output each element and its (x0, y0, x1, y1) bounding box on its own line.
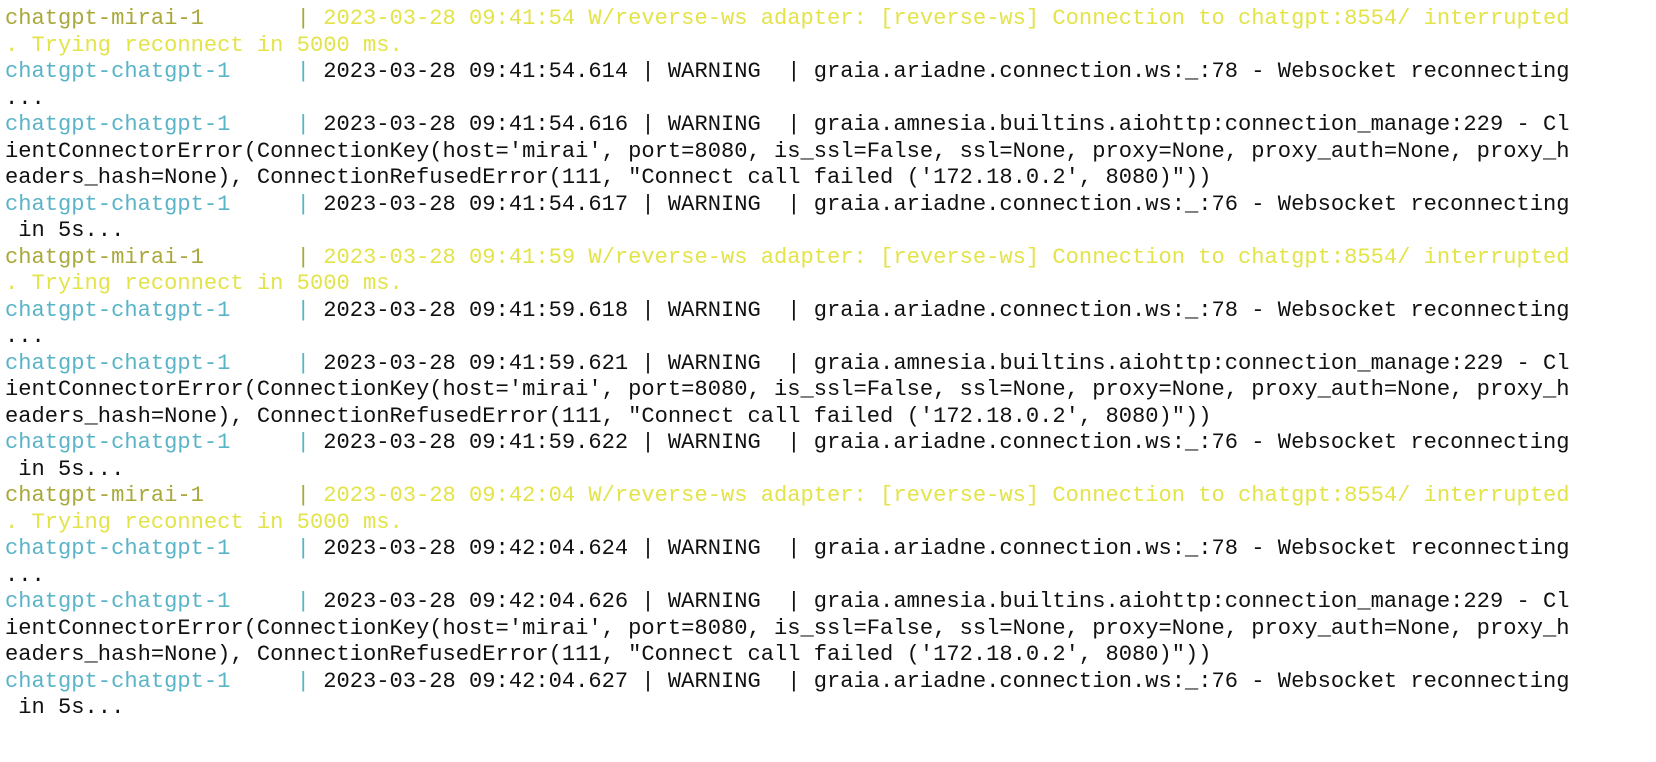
log-line: ientConnectorError(ConnectionKey(host='m… (5, 377, 1570, 404)
service-name: chatgpt-chatgpt-1 (5, 668, 231, 694)
log-entry: chatgpt-chatgpt-1 | 2023-03-28 09:42:04.6… (5, 589, 1570, 669)
log-line: chatgpt-chatgpt-1 | 2023-03-28 09:41:54.6… (5, 59, 1570, 86)
log-entry: chatgpt-chatgpt-1 | 2023-03-28 09:41:59.6… (5, 351, 1570, 431)
log-line: eaders_hash=None), ConnectionRefusedErro… (5, 404, 1570, 431)
service-name: chatgpt-chatgpt-1 (5, 112, 231, 137)
separator: | (296, 244, 324, 270)
log-message: 2023-03-28 09:42:04 W/reverse-ws adapter… (323, 483, 1570, 508)
log-line: chatgpt-mirai-1 | 2023-03-28 09:41:59 W/r… (5, 245, 1570, 272)
log-line: ... (5, 86, 1570, 113)
log-line: ientConnectorError(ConnectionKey(host='m… (5, 139, 1570, 166)
log-line: ... (5, 324, 1570, 351)
log-entry: chatgpt-chatgpt-1 | 2023-03-28 09:41:59.6… (5, 430, 1570, 483)
log-message: in 5s... (5, 695, 125, 720)
log-message: 2023-03-28 09:41:54.616 | WARNING | grai… (323, 112, 1570, 137)
log-entry: chatgpt-mirai-1 | 2023-03-28 09:41:54 W/r… (5, 6, 1570, 59)
log-line: chatgpt-chatgpt-1 | 2023-03-28 09:42:04.6… (5, 536, 1570, 563)
log-entry: chatgpt-chatgpt-1 | 2023-03-28 09:41:54.6… (5, 192, 1570, 245)
log-entry: chatgpt-chatgpt-1 | 2023-03-28 09:41:54.6… (5, 112, 1570, 192)
log-line: in 5s... (5, 695, 1570, 722)
service-name: chatgpt-chatgpt-1 (5, 536, 231, 561)
log-message: ... (5, 324, 45, 349)
service-name: chatgpt-chatgpt-1 (5, 59, 231, 84)
service-name: chatgpt-chatgpt-1 (5, 430, 231, 455)
log-line: eaders_hash=None), ConnectionRefusedErro… (5, 642, 1570, 669)
log-message: ientConnectorError(ConnectionKey(host='m… (5, 138, 1570, 164)
log-line: chatgpt-chatgpt-1 | 2023-03-28 09:41:54.6… (5, 192, 1570, 219)
log-line: chatgpt-chatgpt-1 | 2023-03-28 09:41:54.6… (5, 112, 1570, 139)
log-line: eaders_hash=None), ConnectionRefusedErro… (5, 165, 1570, 192)
log-line: chatgpt-chatgpt-1 | 2023-03-28 09:42:04.6… (5, 589, 1570, 616)
log-line: chatgpt-mirai-1 | 2023-03-28 09:41:54 W/r… (5, 6, 1570, 33)
log-message: eaders_hash=None), ConnectionRefusedErro… (5, 403, 1212, 429)
log-entry: chatgpt-mirai-1 | 2023-03-28 09:42:04 W/r… (5, 483, 1570, 536)
separator: | (296, 668, 324, 694)
log-message: . Trying reconnect in 5000 ms. (5, 32, 403, 58)
log-line: ... (5, 563, 1570, 590)
log-line: . Trying reconnect in 5000 ms. (5, 271, 1570, 298)
separator: | (296, 6, 324, 31)
log-message: ientConnectorError(ConnectionKey(host='m… (5, 615, 1570, 641)
log-message: in 5s... (5, 456, 125, 482)
log-entry: chatgpt-chatgpt-1 | 2023-03-28 09:41:59.6… (5, 298, 1570, 351)
log-message: in 5s... (5, 218, 125, 243)
log-line: chatgpt-chatgpt-1 | 2023-03-28 09:41:59.6… (5, 298, 1570, 325)
separator: | (296, 59, 324, 84)
log-entry: chatgpt-chatgpt-1 | 2023-03-28 09:42:04.6… (5, 669, 1570, 722)
service-name: chatgpt-chatgpt-1 (5, 589, 231, 614)
log-line: ientConnectorError(ConnectionKey(host='m… (5, 616, 1570, 643)
service-name: chatgpt-mirai-1 (5, 6, 204, 31)
separator: | (296, 112, 324, 137)
log-message: 2023-03-28 09:42:04.626 | WARNING | grai… (323, 589, 1570, 614)
log-message: . Trying reconnect in 5000 ms. (5, 509, 403, 535)
service-name: chatgpt-mirai-1 (5, 244, 204, 270)
terminal-output[interactable]: chatgpt-mirai-1 | 2023-03-28 09:41:54 W/r… (5, 6, 1570, 722)
service-name: chatgpt-mirai-1 (5, 483, 204, 508)
separator: | (296, 430, 324, 455)
separator: | (296, 483, 324, 508)
service-name: chatgpt-chatgpt-1 (5, 297, 231, 323)
log-message: ... (5, 562, 45, 588)
log-message: ientConnectorError(ConnectionKey(host='m… (5, 377, 1570, 402)
log-line: chatgpt-chatgpt-1 | 2023-03-28 09:41:59.6… (5, 430, 1570, 457)
separator: | (296, 536, 324, 561)
log-message: 2023-03-28 09:41:59.621 | WARNING | grai… (323, 350, 1570, 376)
log-message: 2023-03-28 09:41:54.614 | WARNING | grai… (323, 59, 1570, 84)
log-line: in 5s... (5, 457, 1570, 484)
log-entry: chatgpt-mirai-1 | 2023-03-28 09:41:59 W/r… (5, 245, 1570, 298)
log-message: . Trying reconnect in 5000 ms. (5, 271, 403, 296)
separator: | (296, 297, 324, 323)
log-message: eaders_hash=None), ConnectionRefusedErro… (5, 642, 1212, 667)
log-line: . Trying reconnect in 5000 ms. (5, 510, 1570, 537)
log-line: in 5s... (5, 218, 1570, 245)
log-entry: chatgpt-chatgpt-1 | 2023-03-28 09:41:54.6… (5, 59, 1570, 112)
log-message: 2023-03-28 09:41:54.617 | WARNING | grai… (323, 191, 1570, 217)
separator: | (296, 191, 324, 217)
log-line: . Trying reconnect in 5000 ms. (5, 33, 1570, 60)
log-message: 2023-03-28 09:41:59.618 | WARNING | grai… (323, 297, 1570, 323)
separator: | (296, 589, 324, 614)
log-message: eaders_hash=None), ConnectionRefusedErro… (5, 165, 1212, 190)
service-name: chatgpt-chatgpt-1 (5, 191, 231, 217)
log-message: 2023-03-28 09:41:59.622 | WARNING | grai… (323, 430, 1570, 455)
service-name: chatgpt-chatgpt-1 (5, 350, 231, 376)
separator: | (296, 350, 324, 376)
log-line: chatgpt-mirai-1 | 2023-03-28 09:42:04 W/r… (5, 483, 1570, 510)
log-line: chatgpt-chatgpt-1 | 2023-03-28 09:42:04.6… (5, 669, 1570, 696)
log-entry: chatgpt-chatgpt-1 | 2023-03-28 09:42:04.6… (5, 536, 1570, 589)
log-message: 2023-03-28 09:42:04.627 | WARNING | grai… (323, 668, 1570, 694)
log-line: chatgpt-chatgpt-1 | 2023-03-28 09:41:59.6… (5, 351, 1570, 378)
log-message: ... (5, 85, 45, 111)
log-message: 2023-03-28 09:41:59 W/reverse-ws adapter… (323, 244, 1570, 270)
log-message: 2023-03-28 09:41:54 W/reverse-ws adapter… (323, 6, 1570, 31)
log-message: 2023-03-28 09:42:04.624 | WARNING | grai… (323, 536, 1570, 561)
